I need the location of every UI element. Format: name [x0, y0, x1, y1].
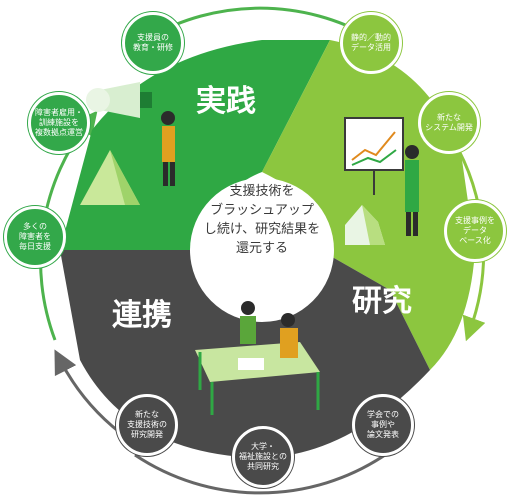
people-collaboration-illustration	[240, 301, 298, 358]
satellite-new-support-tech: 新たな 支援技術の 研究開発	[116, 394, 178, 456]
satellite-new-support-tech-label: 新たな 支援技術の 研究開発	[127, 410, 167, 439]
collaboration-label: 連携	[112, 298, 172, 333]
person-practice-illustration	[161, 111, 175, 186]
graph-illustration	[345, 205, 385, 245]
outer-ring-dark	[134, 453, 386, 495]
person-research-illustration	[405, 145, 419, 236]
satellite-daily-support-label: 多くの 障害者を 毎日支援	[19, 222, 51, 251]
satellite-conference-label: 学会での 事例や 論文発表	[367, 410, 399, 439]
satellite-conference: 学会での 事例や 論文発表	[352, 394, 414, 456]
pyramid-illustration	[80, 150, 140, 205]
satellite-new-system: 新たな システム開発	[418, 92, 480, 154]
satellite-staff-education: 支援員の 教育・研修	[122, 12, 184, 74]
whiteboard-illustration	[344, 117, 404, 195]
megaphone-illustration	[86, 82, 152, 118]
satellite-daily-support: 多くの 障害者を 毎日支援	[4, 206, 66, 268]
satellite-static-dynamic-data: 静的／動的 データ活用	[340, 12, 402, 74]
satellite-case-database: 支援事例を データ ベース化	[444, 200, 506, 262]
satellite-employment-training: 障害者雇用・ 訓練施設を 複数拠点運営	[28, 92, 90, 154]
practice-label: 実践	[196, 84, 256, 119]
satellite-staff-education-label: 支援員の 教育・研修	[133, 33, 173, 52]
satellite-university-joint-label: 大学・ 福祉施設との 共同研究	[239, 442, 287, 471]
research-label: 研究	[352, 284, 412, 319]
satellite-employment-training-label: 障害者雇用・ 訓練施設を 複数拠点運営	[35, 108, 83, 137]
satellite-static-dynamic-data-label: 静的／動的 データ活用	[351, 33, 391, 52]
center-circle	[190, 178, 334, 322]
satellite-new-system-label: 新たな システム開発	[425, 113, 473, 132]
satellite-university-joint: 大学・ 福祉施設との 共同研究	[232, 426, 294, 488]
center-text: 支援技術を ブラッシュアップ し続け、研究結果を 還元する	[203, 184, 321, 256]
satellite-case-database-label: 支援事例を データ ベース化	[455, 216, 495, 245]
